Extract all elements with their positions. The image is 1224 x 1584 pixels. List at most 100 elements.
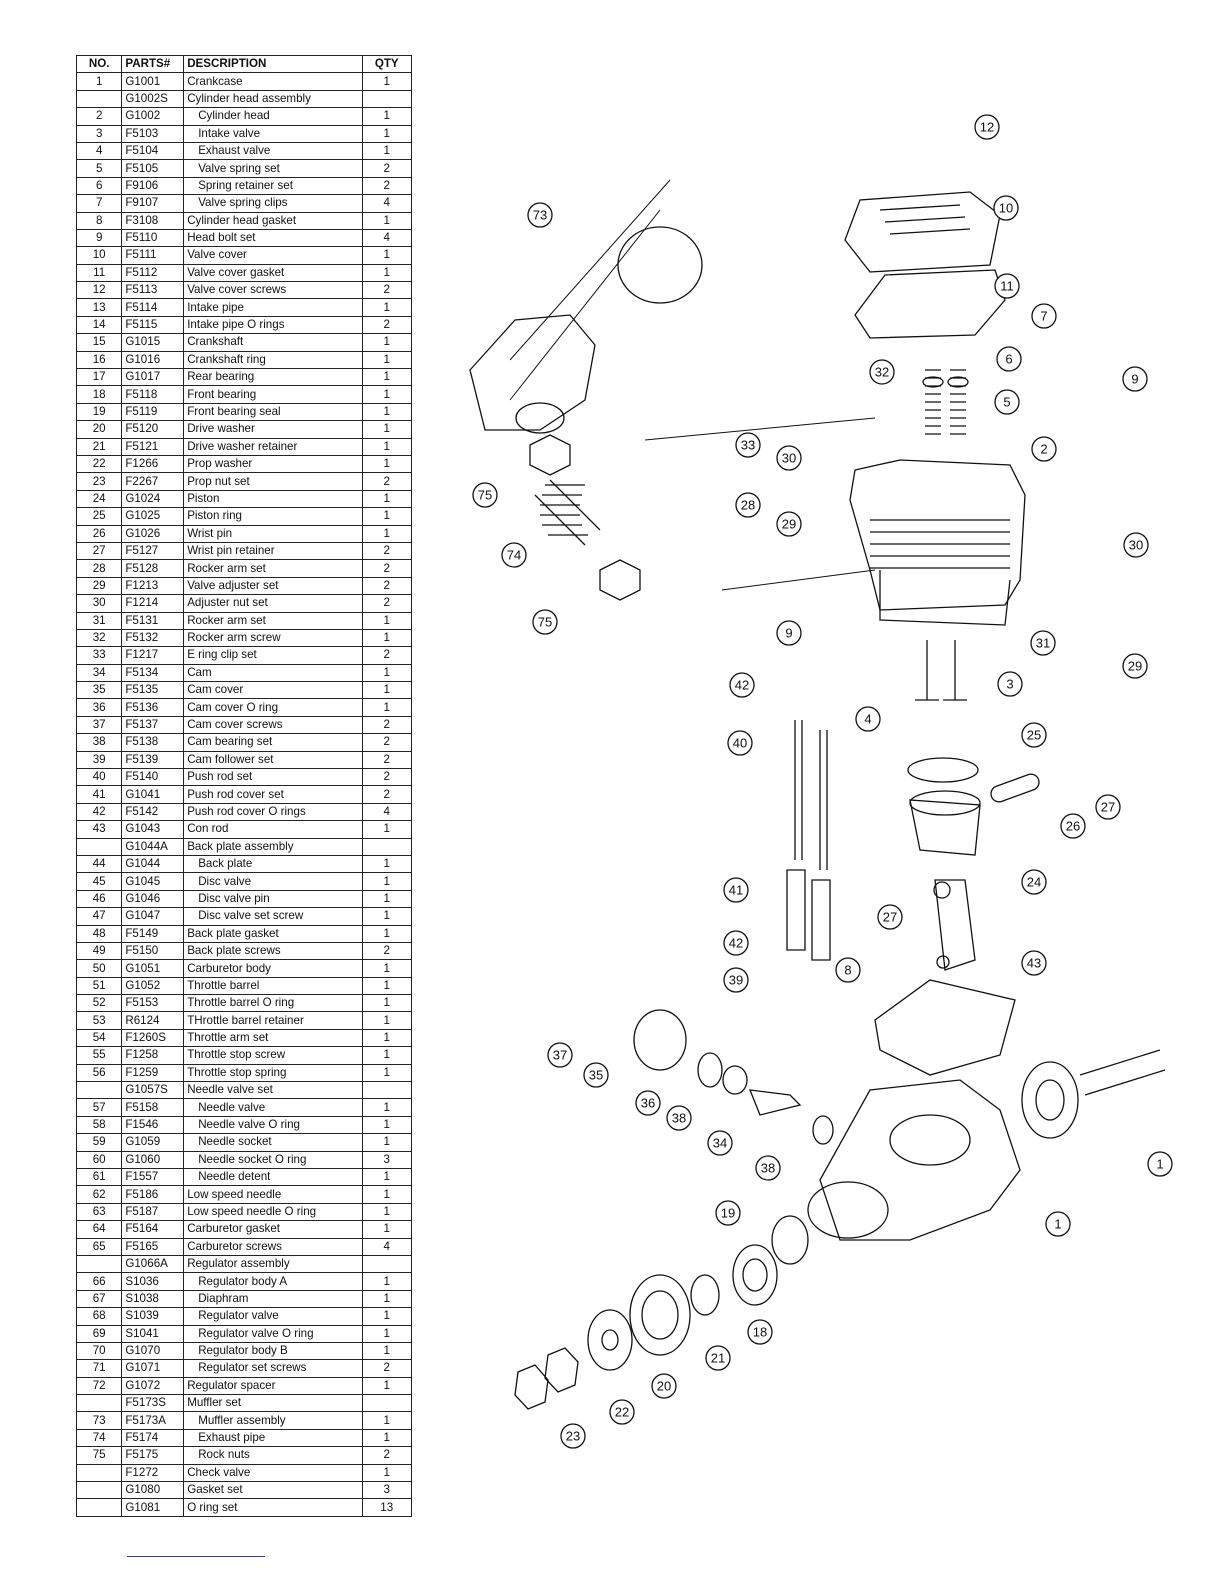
- parts-table-header: NO. PARTS# DESCRIPTION QTY: [75, 54, 412, 74]
- part-qty: 1: [361, 1411, 412, 1430]
- part-no: 10: [75, 246, 123, 265]
- callout-24: 24: [1021, 869, 1047, 895]
- part-qty: 1: [361, 924, 412, 943]
- part-no: 14: [75, 315, 123, 335]
- callout-circle: [994, 273, 1020, 299]
- part-no: 30: [75, 594, 123, 613]
- crankcase-drawing: [819, 1079, 1021, 1241]
- part-qty: 1: [361, 907, 412, 926]
- part-number: F5132: [121, 628, 185, 648]
- part-number: S1038: [121, 1289, 185, 1309]
- part-qty: 1: [361, 454, 412, 474]
- part-no: 74: [75, 1428, 123, 1448]
- part-number: F3108: [121, 211, 185, 230]
- part-qty: 1: [361, 1272, 412, 1291]
- callout-41: 41: [723, 877, 749, 903]
- callout-43: 43: [1021, 950, 1047, 976]
- part-no: 66: [75, 1272, 123, 1291]
- con-rod-drawing: [934, 879, 976, 971]
- part-number: F5110: [121, 228, 185, 248]
- callout-circle: [609, 1399, 635, 1425]
- callout-circle: [1030, 630, 1056, 656]
- part-qty: 1: [361, 681, 412, 700]
- part-description: Needle socket O ring: [183, 1150, 363, 1170]
- part-no: 40: [75, 768, 123, 787]
- callout-number: 24: [1027, 875, 1041, 890]
- part-no: 8: [75, 211, 123, 230]
- part-qty: 1: [361, 1289, 412, 1309]
- callout-18: 18: [747, 1319, 773, 1345]
- part-qty: 1: [361, 1376, 412, 1396]
- callout-number: 34: [713, 1136, 727, 1151]
- callout-39: 39: [723, 967, 749, 993]
- callout-1: 1: [1045, 1211, 1071, 1237]
- callout-circle: [723, 877, 749, 903]
- part-number: G1070: [121, 1341, 185, 1361]
- part-no: 50: [75, 959, 123, 978]
- part-description: Drive washer retainer: [183, 437, 363, 456]
- part-number: F5187: [121, 1202, 185, 1222]
- part-description: Cam cover screws: [183, 715, 363, 735]
- part-description: Crankshaft ring: [183, 350, 363, 370]
- part-qty: 3: [361, 1481, 412, 1500]
- callout-circle: [723, 930, 749, 956]
- callout-75: 75: [532, 609, 558, 635]
- part-number: G1066A: [121, 1254, 185, 1274]
- part-number: S1041: [121, 1324, 185, 1343]
- callout-number: 21: [711, 1351, 725, 1366]
- part-no: 59: [75, 1133, 123, 1152]
- part-number: F5134: [121, 663, 185, 683]
- part-qty: 1: [361, 820, 412, 839]
- part-qty: 1: [361, 211, 412, 230]
- part-number: F1260S: [121, 1028, 185, 1048]
- callout-circle: [651, 1373, 677, 1399]
- callout-number: 38: [672, 1111, 686, 1126]
- callout-circle: [1045, 1211, 1071, 1237]
- part-description: Carburetor body: [183, 959, 363, 978]
- piston-drawing: [909, 799, 981, 856]
- callout-number: 35: [589, 1068, 603, 1083]
- part-qty: 13: [361, 1498, 412, 1517]
- callout-circle: [547, 1042, 573, 1068]
- part-number: F5138: [121, 733, 185, 752]
- part-qty: 2: [361, 1446, 412, 1465]
- callout-circle: [974, 114, 1000, 140]
- part-description: Adjuster nut set: [183, 594, 363, 613]
- part-description: Valve cover: [183, 246, 363, 265]
- part-qty: 1: [361, 1324, 412, 1343]
- part-description: Valve adjuster set: [183, 576, 363, 596]
- part-description: Needle valve set: [183, 1081, 363, 1100]
- callout-circle: [1122, 653, 1148, 679]
- part-description: Throttle barrel O ring: [183, 994, 363, 1013]
- part-no: 9: [75, 228, 123, 248]
- part-description: Diaphram: [183, 1289, 363, 1309]
- part-no: 60: [75, 1150, 123, 1170]
- prop-nuts-drawing: [514, 1347, 579, 1410]
- part-number: G1080: [121, 1481, 185, 1500]
- part-number: G1025: [121, 507, 185, 526]
- callout-circle: [1021, 869, 1047, 895]
- callout-28: 28: [735, 492, 761, 518]
- part-qty: 1: [361, 1063, 412, 1083]
- part-qty: 2: [361, 785, 412, 804]
- part-qty: 1: [361, 524, 412, 543]
- callout-circle: [1031, 436, 1057, 462]
- callout-circle: [877, 904, 903, 930]
- part-no: 18: [75, 385, 123, 404]
- part-number: G1047: [121, 907, 185, 926]
- part-qty: 2: [361, 750, 412, 770]
- callout-36: 36: [635, 1090, 661, 1116]
